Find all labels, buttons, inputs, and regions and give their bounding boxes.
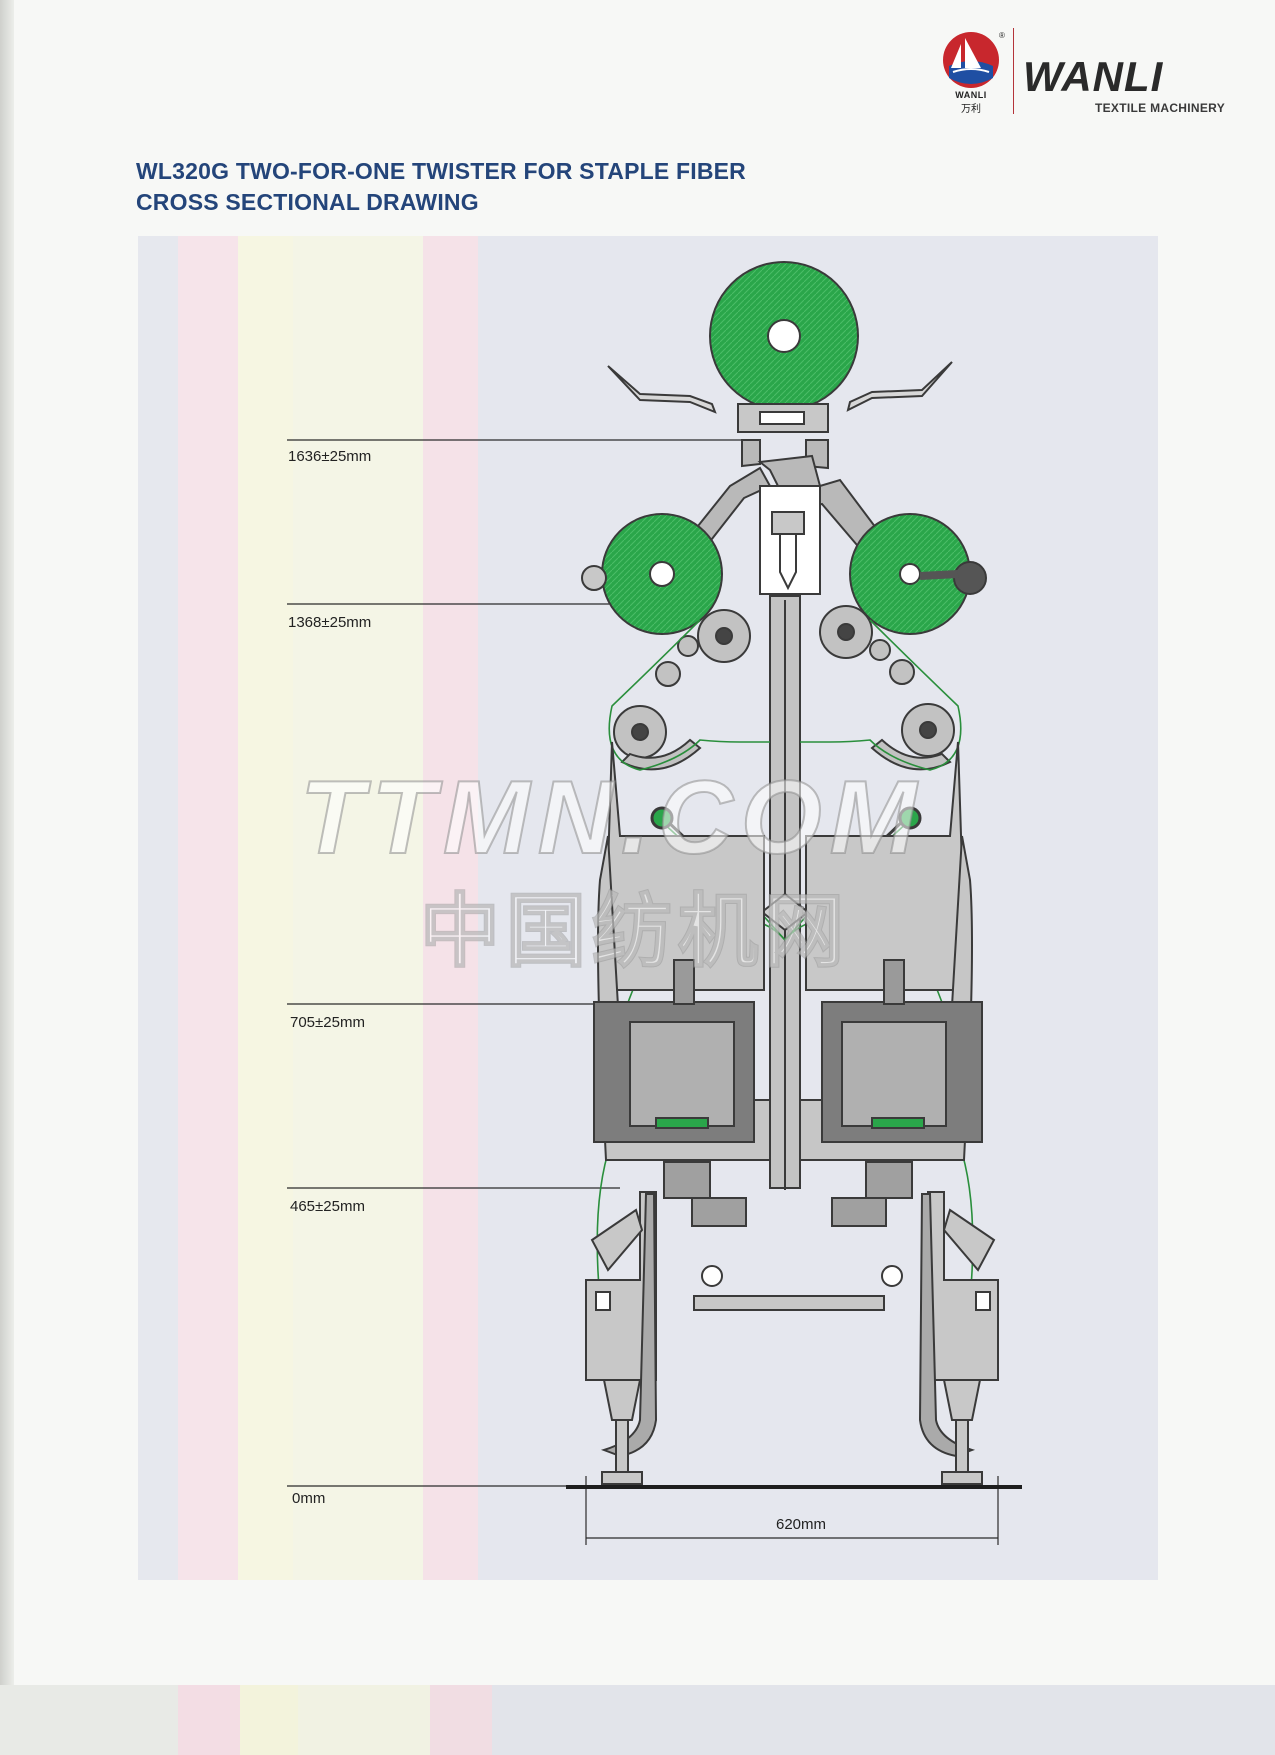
width-label-620: 620mm <box>776 1516 827 1533</box>
title-line-2: CROSS SECTIONAL DRAWING <box>136 189 479 215</box>
page-title: WL320G TWO-FOR-ONE TWISTER FOR STAPLE FI… <box>136 156 746 218</box>
left-spool <box>581 513 723 635</box>
drive-blocks <box>663 1161 913 1227</box>
title-line-1: WL320G TWO-FOR-ONE TWISTER FOR STAPLE FI… <box>136 158 746 184</box>
height-label-1636: 1636±25mm <box>288 448 372 465</box>
brand-name: WANLI <box>1023 53 1164 100</box>
top-bobbin <box>709 261 859 411</box>
logo-mark-text: WANLI <box>955 90 987 100</box>
brand-subtitle: TEXTILE MACHINERY <box>1095 101 1225 115</box>
lower-stand <box>585 1191 999 1381</box>
bottom-color-stripes <box>0 1685 1275 1755</box>
height-label-705: 705±25mm <box>290 1014 365 1031</box>
logo-mark-chinese: 万利 <box>961 104 981 115</box>
height-label-465: 465±25mm <box>290 1198 365 1215</box>
right-spool <box>849 513 987 635</box>
height-label-0: 0mm <box>292 1490 326 1507</box>
logo-divider <box>1013 28 1014 114</box>
svg-text:®: ® <box>999 31 1005 40</box>
watermark-latin: TTMN.COM <box>299 760 925 876</box>
right-spindle-pot <box>821 959 983 1143</box>
height-label-1368: 1368±25mm <box>288 614 372 631</box>
brand-logo: ® WANLI 万利 WANLI TEXTILE MACHINERY <box>935 28 1235 118</box>
creel-arms <box>607 361 953 433</box>
support-legs <box>600 1193 983 1485</box>
center-diamond <box>760 892 810 932</box>
feed-rollers <box>613 605 955 771</box>
background-stripes <box>138 236 1158 1580</box>
wanli-sail-logo-icon: ® <box>943 31 1005 88</box>
drawing-panel <box>138 236 1158 1580</box>
left-spindle-pot <box>593 959 755 1143</box>
page-binding-edge <box>0 0 14 1755</box>
watermark-chinese: 中国纺机网 <box>419 885 850 978</box>
